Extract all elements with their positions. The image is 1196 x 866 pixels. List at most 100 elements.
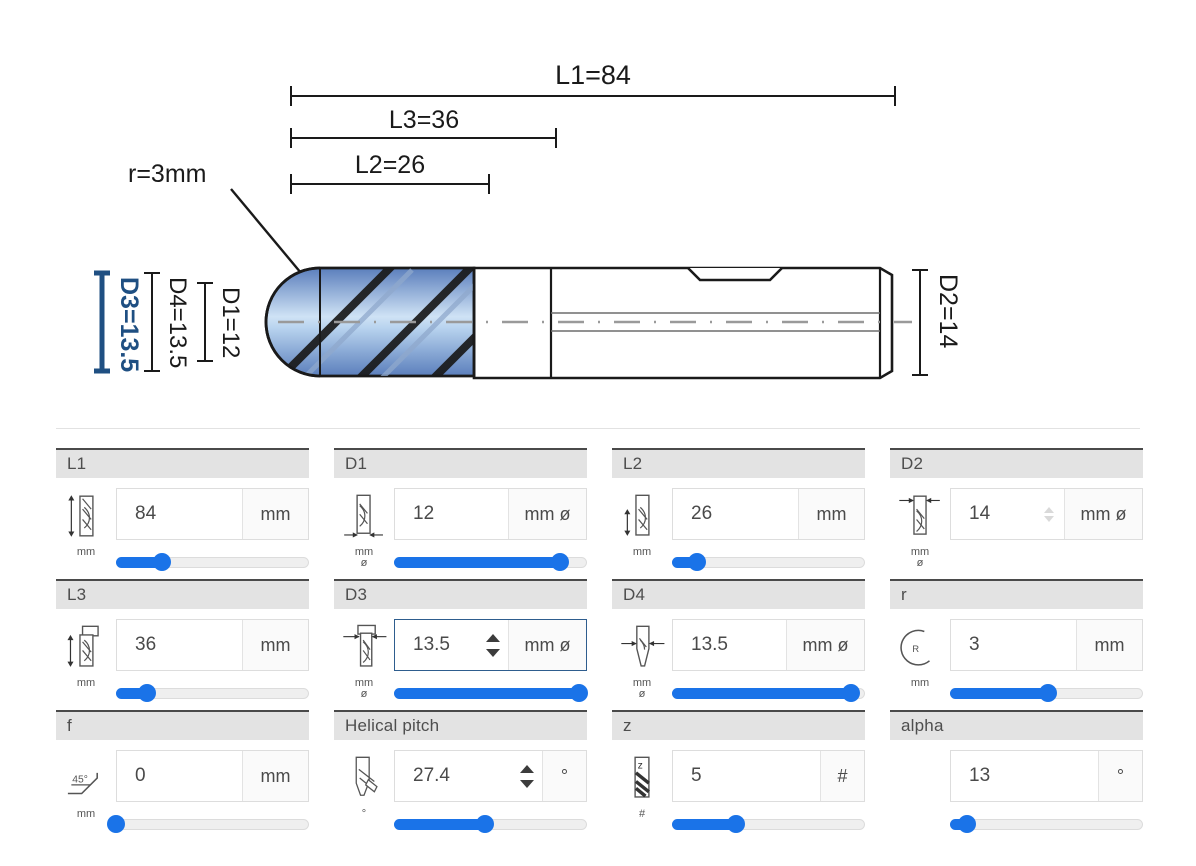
input-field-L2[interactable]: 26 mm <box>672 488 865 540</box>
input-field-z[interactable]: 5# <box>672 750 865 802</box>
panel-header-D4: D4 <box>612 579 865 609</box>
slider-thumb-D1[interactable] <box>550 553 569 571</box>
endmill-cutting-diameter-icon <box>343 494 384 539</box>
spinner-down-icon-D3[interactable] <box>486 648 500 657</box>
slider-L1[interactable] <box>116 553 309 571</box>
spinner-up-icon-D3[interactable] <box>486 633 500 642</box>
section-divider <box>56 428 1140 429</box>
value-box-L3[interactable]: 36 <box>117 620 242 670</box>
slider-thumb-z[interactable] <box>726 815 745 833</box>
slider-thumb-r[interactable] <box>1039 684 1058 702</box>
slider-helical_pitch[interactable] <box>394 815 587 833</box>
value-box-L2[interactable]: 26 <box>673 489 798 539</box>
icon-unit-main-r: mm <box>910 677 930 689</box>
input-field-alpha[interactable]: 13° <box>950 750 1143 802</box>
slider-L3[interactable] <box>116 684 309 702</box>
value-box-z[interactable]: 5 <box>673 751 820 801</box>
icon-unit-sub-D3: ø <box>360 688 368 700</box>
slider-fill-D3 <box>394 688 580 699</box>
endmill-flute-length-icon <box>623 494 650 537</box>
spinner-up-icon-helical_pitch[interactable] <box>520 764 534 773</box>
slider-thumb-alpha[interactable] <box>958 815 977 833</box>
icon-unit-L3: mm <box>77 678 95 689</box>
value-box-D2[interactable]: 14 <box>951 489 1038 539</box>
spinner-helical_pitch[interactable] <box>516 751 538 801</box>
unit-label-D2: mm ø <box>1064 489 1142 539</box>
panel-header-D3: D3 <box>334 579 587 609</box>
value-D3: 13.5 <box>413 634 450 655</box>
panel-title-D1: D1 <box>345 454 368 473</box>
value-box-f[interactable]: 0 <box>117 751 242 801</box>
spinner-down-icon-D2[interactable] <box>1044 515 1054 522</box>
value-box-L1[interactable]: 84 <box>117 489 242 539</box>
slider-thumb-L1[interactable] <box>153 553 172 571</box>
slider-fill-helical_pitch <box>394 819 485 830</box>
value-box-D3[interactable]: 13.5 <box>395 620 482 670</box>
value-L2: 26 <box>691 503 713 524</box>
slider-z[interactable] <box>672 815 865 833</box>
control-column-D1: 12 mm ø <box>394 488 587 571</box>
slider-track-alpha[interactable] <box>950 819 1143 830</box>
unit-label-L3: mm <box>242 620 308 670</box>
spinner-D3[interactable] <box>482 620 504 670</box>
leader-line-r <box>230 188 307 280</box>
value-box-helical_pitch[interactable]: 27.4 <box>395 751 516 801</box>
spinner-up-icon-D2[interactable] <box>1044 506 1054 513</box>
dimension-L1 <box>290 86 896 106</box>
slider-D3[interactable] <box>394 684 589 702</box>
slider-thumb-L2[interactable] <box>688 553 707 571</box>
panel-title-L1: L1 <box>67 454 87 473</box>
input-field-D2[interactable]: 14 mm ø <box>950 488 1143 540</box>
slider-f[interactable] <box>107 815 309 833</box>
panel-header-helical_pitch: Helical pitch <box>334 710 587 740</box>
input-field-helical_pitch[interactable]: 27.4° <box>394 750 587 802</box>
unit-label-f: mm <box>242 751 308 801</box>
unit-label-L2: mm <box>798 489 864 539</box>
slider-thumb-D4[interactable] <box>842 684 861 702</box>
slider-thumb-D3[interactable] <box>570 684 589 702</box>
spinner-D2[interactable] <box>1038 489 1060 539</box>
slider-alpha[interactable] <box>950 815 1143 833</box>
icon-unit-main-helical_pitch: ° <box>361 808 367 820</box>
input-field-D1[interactable]: 12 mm ø <box>394 488 587 540</box>
unit-label-z: # <box>820 751 864 801</box>
value-box-D4[interactable]: 13.5 <box>673 620 786 670</box>
slider-thumb-L3[interactable] <box>137 684 156 702</box>
dimension-label-L1: L1=84 <box>555 60 631 90</box>
slider-thumb-f[interactable] <box>107 815 125 833</box>
value-D1: 12 <box>413 503 435 524</box>
slider-D1[interactable] <box>394 553 587 571</box>
slider-D4[interactable] <box>672 684 865 702</box>
value-box-alpha[interactable]: 13 <box>951 751 1098 801</box>
panel-header-L1: L1 <box>56 448 309 478</box>
slider-L2[interactable] <box>672 553 865 571</box>
value-box-D1[interactable]: 12 <box>395 489 508 539</box>
slider-fill-L1 <box>116 557 163 568</box>
slider-r[interactable] <box>950 684 1143 702</box>
flute-count-icon <box>633 755 651 799</box>
slider-track-f[interactable] <box>116 819 309 830</box>
panel-header-D1: D1 <box>334 448 587 478</box>
value-box-r[interactable]: 3 <box>951 620 1076 670</box>
spinner-down-icon-helical_pitch[interactable] <box>520 779 534 788</box>
value-alpha: 13 <box>969 765 991 786</box>
dimension-D1 <box>197 282 213 362</box>
unit-label-D1: mm ø <box>508 489 586 539</box>
panel-title-D4: D4 <box>623 585 646 604</box>
slider-thumb-helical_pitch[interactable] <box>475 815 494 833</box>
